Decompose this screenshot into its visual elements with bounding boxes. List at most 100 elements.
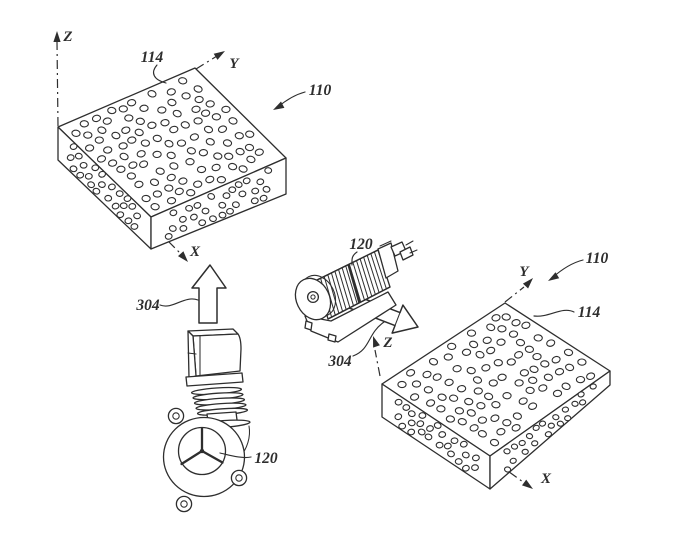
perforation-hole <box>242 177 251 185</box>
flow-ref-leader <box>159 298 199 307</box>
surface-ref-label: 114 <box>578 304 601 321</box>
perforation-hole <box>164 233 173 240</box>
perforation-hole <box>445 415 456 423</box>
perforation-hole <box>124 114 134 122</box>
perforation-hole <box>417 428 426 436</box>
perforation-hole <box>397 380 407 389</box>
perforation-holes <box>66 77 273 240</box>
perforation-hole <box>423 386 434 394</box>
perforation-hole <box>503 448 511 455</box>
perforation-hole <box>205 138 215 146</box>
perforation-hole <box>497 325 507 333</box>
perforation-hole <box>529 365 539 374</box>
perforation-hole <box>490 414 500 422</box>
x-axis-label: X <box>189 244 201 260</box>
perforation-hole <box>79 161 88 169</box>
perforation-hole <box>126 99 137 107</box>
fan-ref-leader <box>351 251 358 266</box>
perforation-hole <box>238 190 247 198</box>
perforation-hole <box>84 172 93 180</box>
perforation-hole <box>472 376 483 384</box>
perforation-hole <box>528 402 538 410</box>
perforation-hole <box>196 165 207 174</box>
perforation-hole <box>515 338 526 347</box>
blower-foot <box>327 333 337 343</box>
perforation-hole <box>506 358 516 366</box>
perforation-hole <box>464 397 474 406</box>
perforation-hole <box>207 192 216 200</box>
perforation-hole <box>511 424 521 432</box>
perforation-hole <box>443 353 453 361</box>
perforation-hole <box>461 348 472 356</box>
perforation-hole <box>231 201 240 209</box>
perforation-hole <box>209 215 217 223</box>
cage-fin <box>341 267 354 306</box>
perforation-hole <box>96 155 107 163</box>
perforation-hole <box>432 373 442 381</box>
perforation-hole <box>466 366 476 375</box>
perforation-hole <box>552 414 560 421</box>
perforation-hole <box>482 336 492 344</box>
mounting-ear <box>167 407 185 425</box>
perforation-hole <box>565 363 575 372</box>
perforation-hole <box>488 379 498 387</box>
perforation-hole <box>481 364 491 372</box>
connector-wires <box>379 240 418 254</box>
perforation-hole <box>483 392 494 401</box>
airflow-up-arrow <box>191 264 227 324</box>
perforation-hole <box>111 131 121 140</box>
perforation-hole <box>409 393 420 401</box>
perforation-hole <box>589 383 597 390</box>
perforation-hole <box>119 202 128 210</box>
perforation-hole <box>486 323 496 332</box>
perforation-hole <box>518 439 526 447</box>
perforation-hole <box>561 382 571 391</box>
perforation-hole <box>466 409 476 417</box>
perforation-hole <box>228 117 238 125</box>
fan-ref-leader <box>219 452 252 459</box>
perforation-hole <box>191 105 201 113</box>
perforation-hole <box>452 365 462 373</box>
cage-mid-band <box>347 263 361 304</box>
perforation-hole <box>556 420 565 427</box>
perforation-hole <box>222 192 231 199</box>
perforation-hole <box>166 88 176 96</box>
blower-base <box>304 291 397 343</box>
mounting-ear-hole <box>172 412 180 420</box>
perforation-hole <box>139 160 149 168</box>
perforation-hole <box>118 105 128 113</box>
perforation-hole <box>571 400 579 407</box>
perforation-hole <box>514 379 524 387</box>
x-axis-label: X <box>540 471 552 487</box>
perforation-hole <box>116 211 125 219</box>
perforation-hole <box>134 128 144 137</box>
perforation-hole <box>544 431 553 438</box>
perforation-hole <box>76 171 85 179</box>
left-exploded-view: Z Y X 114 110 304 <box>53 29 331 513</box>
duct-flange <box>185 372 244 387</box>
fan-blade <box>200 449 224 464</box>
perforation-hole <box>509 457 517 464</box>
cage-fin <box>366 255 380 293</box>
perforation-hole <box>264 167 273 174</box>
perforation-hole <box>140 139 151 147</box>
perforation-hole <box>152 134 162 143</box>
perforation-hole <box>136 150 146 158</box>
perforation-hole <box>179 225 188 232</box>
perforation-hole <box>447 450 455 458</box>
mounting-ear-hole <box>235 474 243 482</box>
perforation-hole <box>575 375 586 384</box>
y-axis-label: Y <box>519 264 530 280</box>
perforation-hole <box>461 451 470 459</box>
perforation-hole <box>126 172 137 180</box>
perforation-hole <box>149 178 160 187</box>
perforation-hole <box>532 352 542 361</box>
perforation-hole <box>193 85 203 93</box>
perforation-hole <box>172 109 182 118</box>
perforation-hole <box>577 391 585 398</box>
perforation-hole <box>586 372 596 380</box>
perforation-hole <box>477 430 487 438</box>
perforation-hole <box>512 412 523 420</box>
perforation-hole <box>164 139 174 148</box>
perforation-hole <box>123 195 132 202</box>
